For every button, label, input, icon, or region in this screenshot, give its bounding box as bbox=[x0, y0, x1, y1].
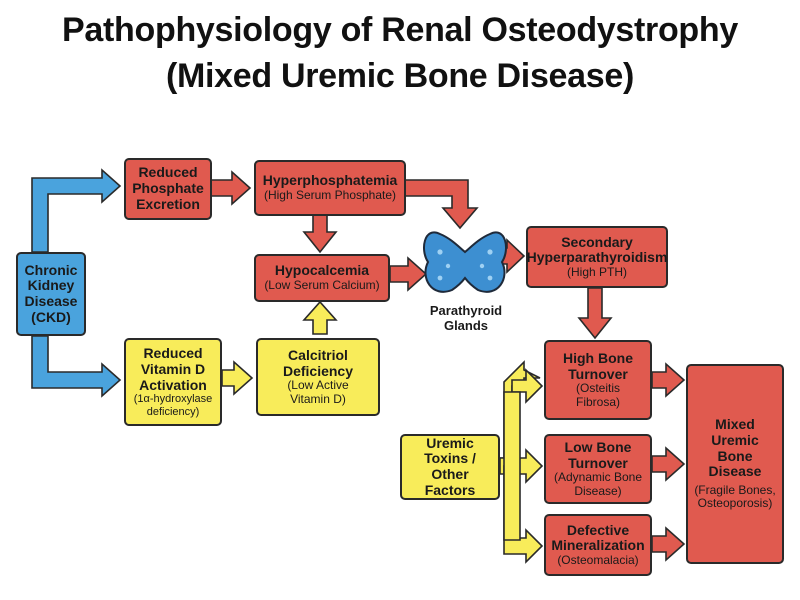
low-turnover-line-1: Low Bone bbox=[564, 438, 632, 455]
reduced-vitd-sub-1: (1α-hydroxylase bbox=[133, 393, 213, 406]
hyperphosphatemia-subtitle: (High Serum Phosphate) bbox=[263, 188, 397, 203]
node-secondary-hyperparathyroidism: Secondary Hyperparathyroidism (High PTH) bbox=[526, 226, 668, 288]
node-hyperphosphatemia: Hyperphosphatemia (High Serum Phosphate) bbox=[254, 160, 406, 216]
arrow-defective-min-to-mixed bbox=[651, 526, 686, 562]
calcitriol-sub-1: (Low Active bbox=[287, 378, 349, 393]
diagram-title-line-1: Pathophysiology of Renal Osteodystrophy bbox=[62, 11, 738, 49]
uremic-line-1: Uremic bbox=[426, 434, 474, 451]
node-uremic-toxins-other-factors: Uremic Toxins / Other Factors bbox=[400, 434, 500, 500]
secondary-hpt-subtitle: (High PTH) bbox=[566, 264, 627, 279]
uremic-line-2: Toxins / bbox=[424, 450, 476, 467]
reduced-vitd-sub-2: deficiency) bbox=[146, 405, 200, 418]
arrow-ckd-to-reduced-phosphate bbox=[31, 168, 122, 253]
node-reduced-phosphate-excretion: Reduced Phosphate Excretion bbox=[124, 158, 212, 220]
node-low-bone-turnover: Low Bone Turnover (Adynamic Bone Disease… bbox=[544, 434, 652, 504]
arrow-hyperphos-to-hypocalcemia bbox=[302, 214, 338, 254]
low-turnover-sub-1: (Adynamic Bone bbox=[553, 470, 643, 485]
reduced-vitd-line-3: Activation bbox=[139, 376, 207, 393]
high-turnover-sub-2: Fibrosa) bbox=[575, 394, 620, 409]
secondary-hpt-line-1: Secondary bbox=[561, 233, 633, 250]
node-hypocalcemia: Hypocalcemia (Low Serum Calcium) bbox=[254, 254, 390, 302]
low-turnover-line-2: Turnover bbox=[568, 454, 628, 471]
reduced-phosphate-line-3: Excretion bbox=[136, 195, 200, 212]
arrow-calcitriol-to-hypocalcemia bbox=[302, 300, 338, 335]
mixed-line-4: Disease bbox=[708, 463, 762, 480]
arrow-hypocalcemia-to-parathyroid bbox=[389, 256, 428, 292]
secondary-hpt-line-2: Hyperparathyroidism bbox=[526, 249, 668, 266]
arrow-high-turnover-to-mixed bbox=[651, 362, 686, 398]
defective-min-line-2: Mineralization bbox=[551, 537, 645, 554]
calcitriol-sub-2: Vitamin D) bbox=[290, 391, 346, 406]
defective-min-subtitle: (Osteomalacia) bbox=[557, 552, 639, 567]
node-ckd: Chronic Kidney Disease (CKD) bbox=[16, 252, 86, 336]
calcitriol-line-2: Deficiency bbox=[282, 362, 354, 379]
diagram-title-line-2: (Mixed Uremic Bone Disease) bbox=[165, 57, 635, 95]
arrow-low-turnover-to-mixed bbox=[651, 446, 686, 482]
high-turnover-sub-1: (Osteitis bbox=[575, 381, 620, 396]
calcitriol-line-1: Calcitriol bbox=[288, 346, 348, 363]
reduced-phosphate-line-2: Phosphate bbox=[132, 180, 204, 197]
parathyroid-line-2: Glands bbox=[443, 317, 489, 333]
arrow-hyperphos-to-parathyroid bbox=[404, 179, 479, 230]
mixed-line-3: Bone bbox=[717, 447, 753, 464]
reduced-vitd-line-2: Vitamin D bbox=[140, 360, 206, 377]
ckd-line-3: Disease bbox=[24, 293, 78, 309]
hypocalcemia-title: Hypocalcemia bbox=[274, 262, 370, 279]
node-mixed-uremic-bone-disease: Mixed Uremic Bone Disease (Fragile Bones… bbox=[686, 364, 784, 564]
node-defective-mineralization: Defective Mineralization (Osteomalacia) bbox=[544, 514, 652, 576]
parathyroid-glands-label: Parathyroid Glands bbox=[414, 303, 518, 334]
mixed-sub-2: Osteoporosis) bbox=[697, 496, 773, 511]
arrow-ckd-to-reduced-vitd bbox=[31, 335, 122, 398]
reduced-vitd-line-1: Reduced bbox=[143, 345, 203, 362]
ckd-line-2: Kidney bbox=[27, 277, 75, 294]
node-calcitriol-deficiency: Calcitriol Deficiency (Low Active Vitami… bbox=[256, 338, 380, 416]
parathyroid-line-1: Parathyroid bbox=[429, 303, 503, 318]
ckd-line-1: Chronic bbox=[24, 261, 78, 278]
uremic-line-3: Other Factors bbox=[424, 466, 476, 498]
hypocalcemia-subtitle: (Low Serum Calcium) bbox=[264, 278, 380, 293]
mixed-line-1: Mixed bbox=[715, 416, 755, 433]
arrow-uremic-to-high-turnover bbox=[511, 368, 544, 404]
high-turnover-line-1: High Bone bbox=[563, 349, 633, 366]
node-high-bone-turnover: High Bone Turnover (Osteitis Fibrosa) bbox=[544, 340, 652, 420]
low-turnover-sub-2: Disease) bbox=[574, 483, 622, 498]
arrow-vitd-to-calcitriol bbox=[221, 360, 254, 396]
high-turnover-line-2: Turnover bbox=[568, 365, 628, 382]
arrow-hpt-to-high-turnover bbox=[577, 287, 613, 340]
mixed-sub-1: (Fragile Bones, bbox=[694, 482, 776, 497]
hyperphosphatemia-title: Hyperphosphatemia bbox=[262, 172, 398, 189]
ckd-line-4: (CKD) bbox=[31, 308, 71, 325]
arrow-phosphate-to-hyperphosphatemia bbox=[209, 170, 252, 206]
arrow-uremic-trunk bbox=[503, 391, 521, 541]
node-reduced-vitamin-d-activation: Reduced Vitamin D Activation (1α-hydroxy… bbox=[124, 338, 222, 426]
reduced-phosphate-line-1: Reduced bbox=[138, 164, 198, 181]
parathyroid-glands-icon bbox=[423, 231, 507, 293]
defective-min-line-1: Defective bbox=[566, 521, 630, 538]
mixed-line-2: Uremic bbox=[711, 431, 759, 448]
